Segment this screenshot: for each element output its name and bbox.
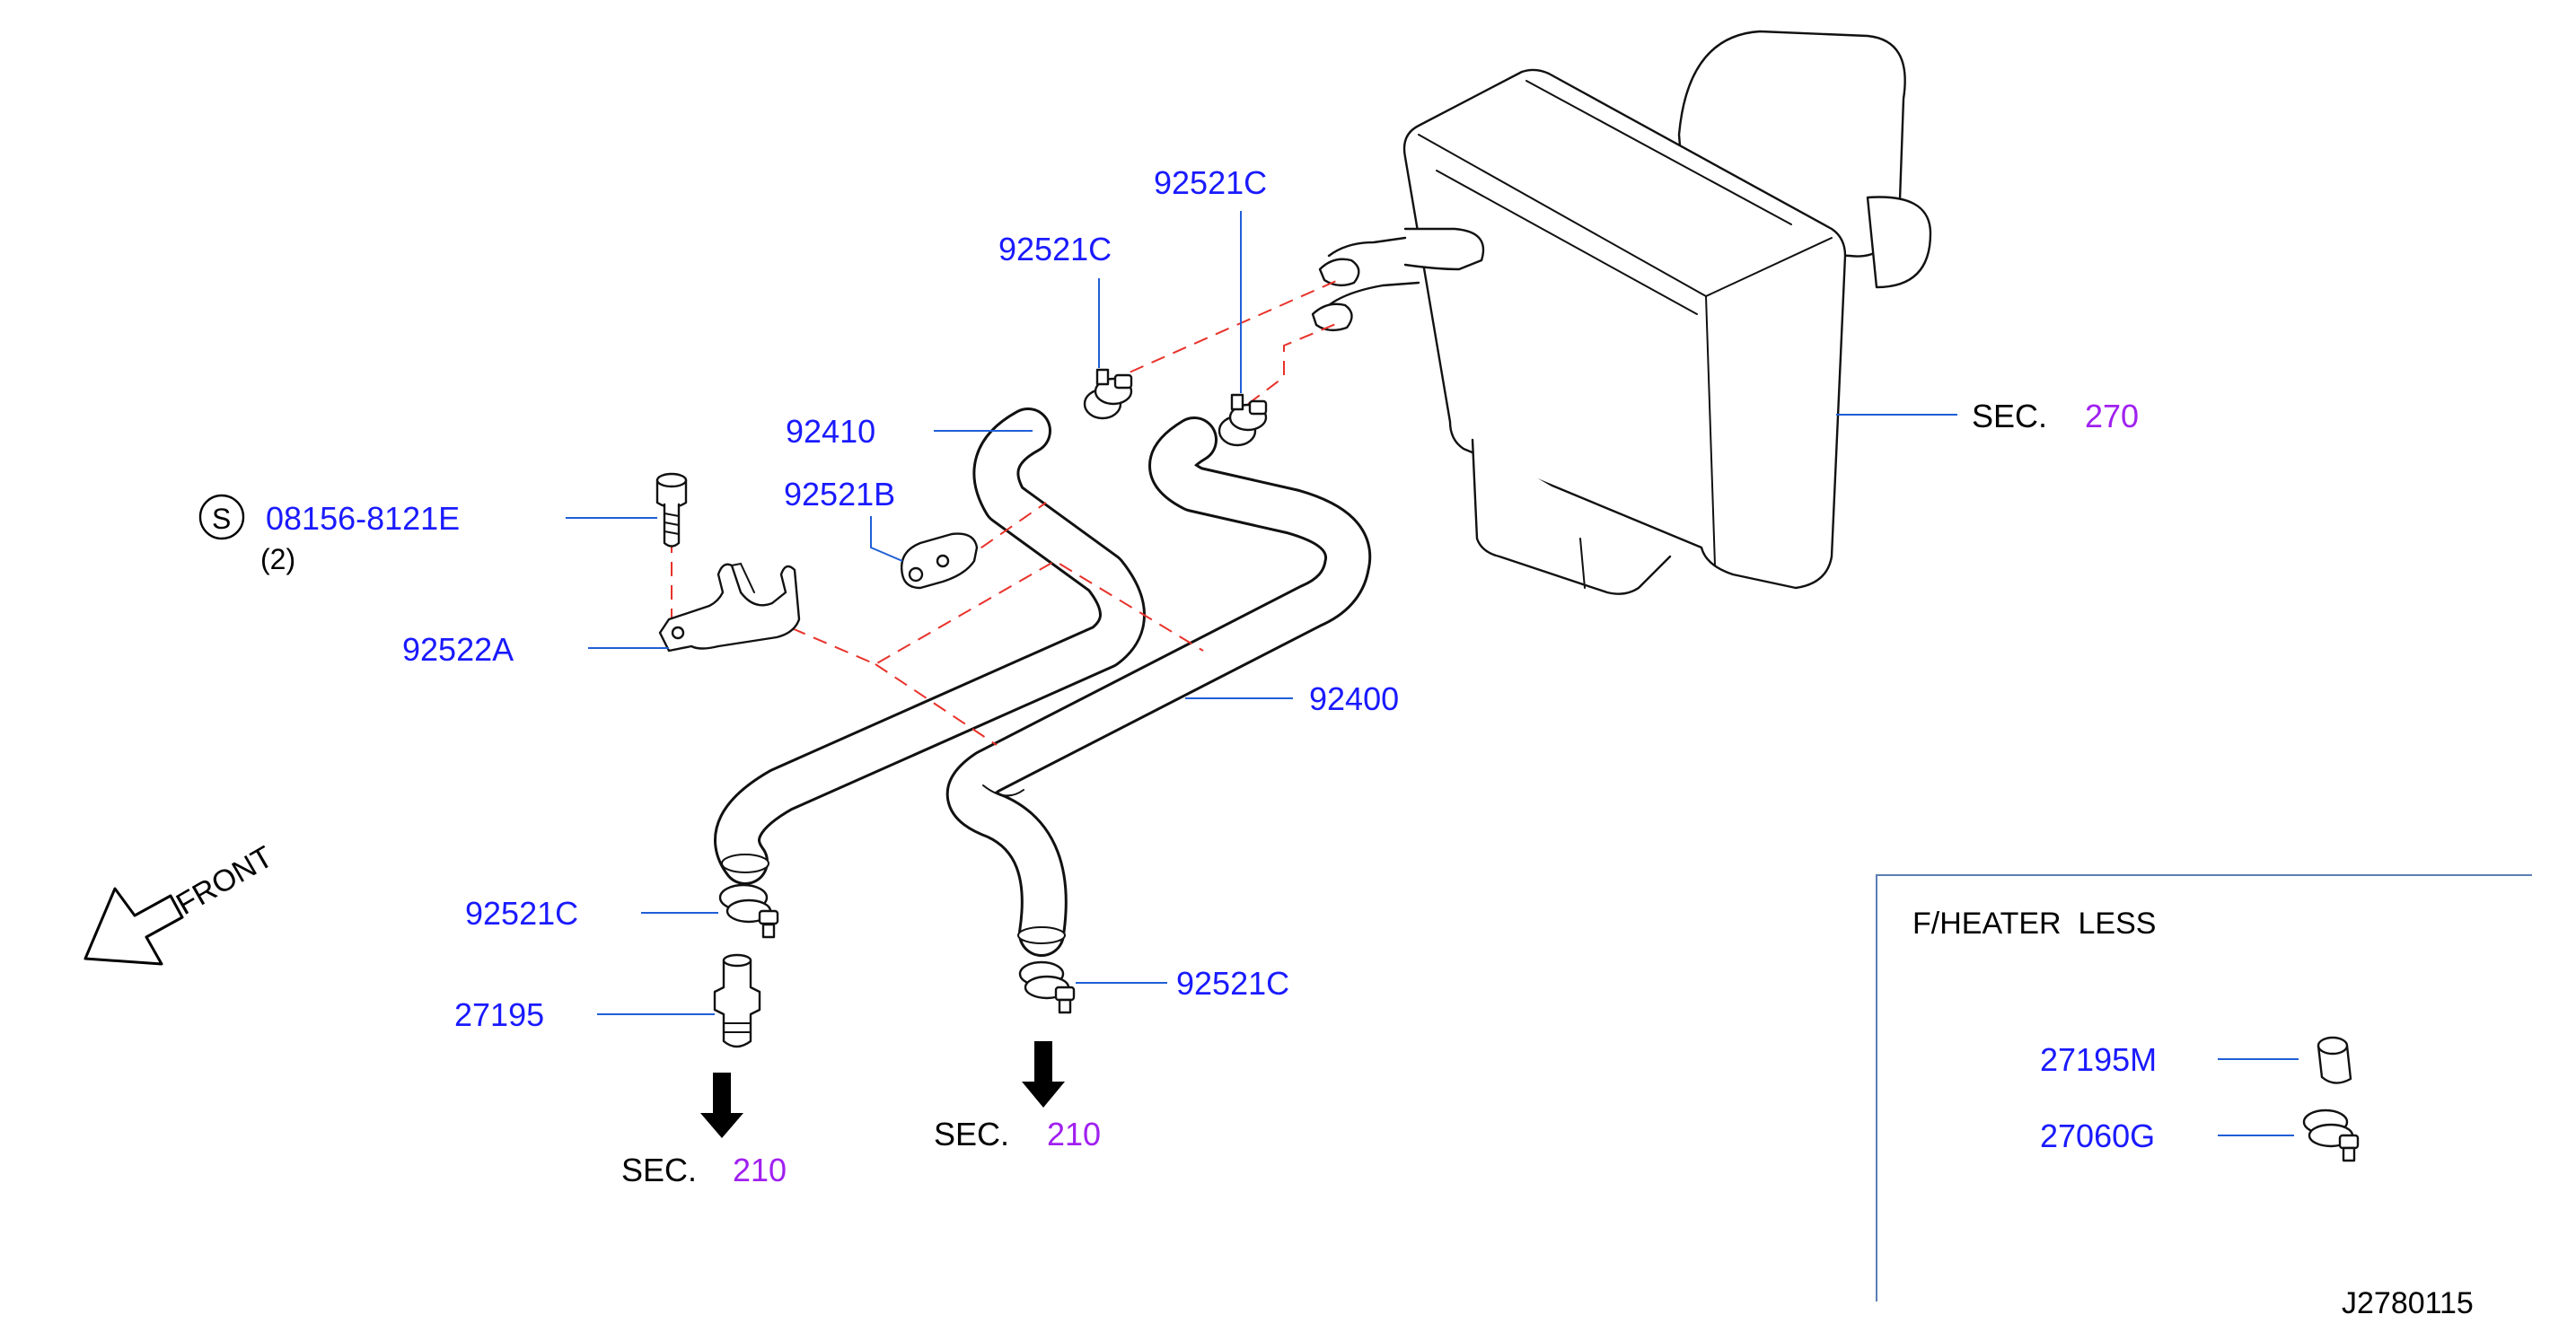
label-92400[interactable]: 92400 (1309, 680, 1399, 717)
inset-frame (1876, 874, 2532, 1301)
label-27060g[interactable]: 27060G (2040, 1117, 2155, 1154)
label-08156-8121e[interactable]: 08156-8121E (266, 500, 460, 537)
clamp-top-right-drawing (1218, 393, 1268, 447)
sec-270-number[interactable]: 270 (2085, 398, 2139, 434)
arrow-down-right-icon (1022, 1041, 1065, 1108)
hose-92410-drawing (714, 407, 1146, 885)
cap-27195m-drawing (2317, 1036, 2352, 1084)
clip-92521b-drawing (901, 532, 979, 590)
plug-27195-drawing (713, 953, 761, 1048)
clamp-top-left-drawing (1083, 368, 1133, 420)
sec-210-left-prefix: SEC. (621, 1152, 697, 1188)
hose-92400-drawing (945, 416, 1372, 957)
leader-lines (566, 211, 2299, 1136)
sec-210-left-number[interactable]: 210 (733, 1152, 787, 1188)
arrow-down-left-icon (700, 1073, 743, 1138)
label-92521c-top-right[interactable]: 92521C (1154, 164, 1267, 201)
label-27195m[interactable]: 27195M (2040, 1041, 2157, 1078)
bolt-symbol-letter: S (212, 503, 231, 535)
bolt-symbol-circle (198, 494, 245, 540)
sec-210-right-prefix: SEC. (934, 1116, 1009, 1152)
phantom-lines (671, 277, 1343, 746)
sec-210-right-number[interactable]: 210 (1047, 1116, 1101, 1152)
bracket-92522a-drawing (658, 562, 801, 653)
sec-270-prefix: SEC. (1972, 398, 2047, 434)
bolt-quantity: (2) (260, 543, 295, 575)
diagram-id: J2780115 (2342, 1286, 2474, 1320)
clamp-27060g-drawing (2302, 1109, 2360, 1162)
inset-title: F/HEATER LESS (1912, 907, 2156, 941)
label-92521c-top-left[interactable]: 92521C (998, 231, 1112, 267)
label-92521b[interactable]: 92521B (784, 476, 895, 513)
heater-unit-drawing (1311, 30, 1932, 595)
label-92521c-lower-right[interactable]: 92521C (1176, 965, 1289, 1002)
clamp-lower-left-drawing (718, 883, 779, 939)
label-92410[interactable]: 92410 (786, 413, 875, 450)
label-92521c-lower-left[interactable]: 92521C (465, 895, 578, 932)
label-27195[interactable]: 27195 (454, 996, 544, 1033)
bolt-drawing (655, 472, 688, 548)
front-arrow-icon (84, 887, 184, 966)
front-label: FRONT (171, 839, 278, 921)
clamp-lower-right-drawing (1018, 960, 1076, 1014)
label-92522a[interactable]: 92522A (402, 631, 514, 668)
